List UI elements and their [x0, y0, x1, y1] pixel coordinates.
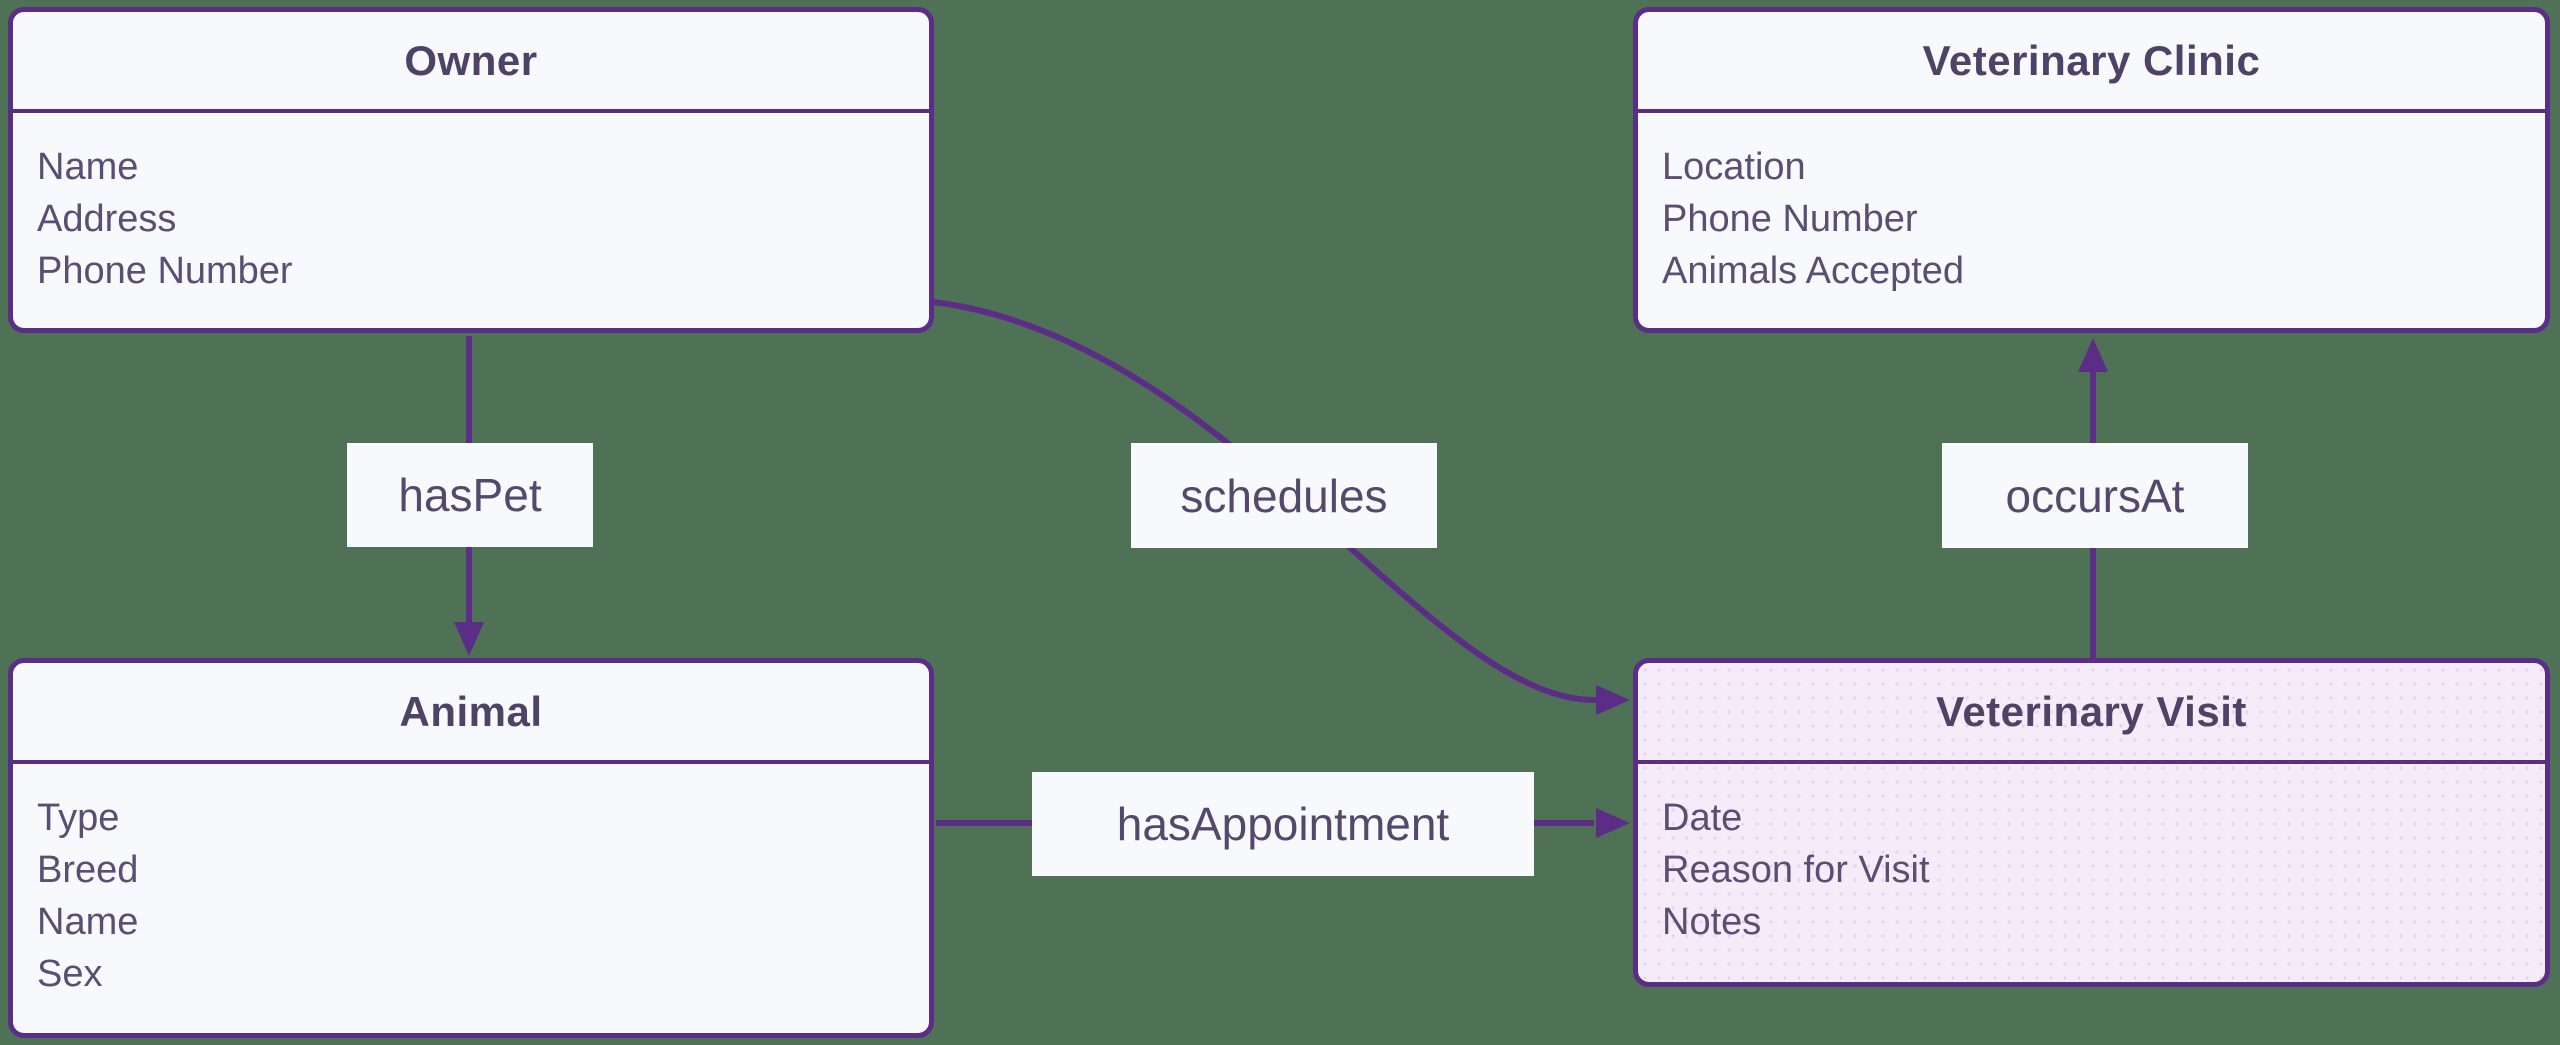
- entity-attribute: Notes: [1662, 901, 1762, 943]
- entity-animal: Animal Type Breed Name Sex: [8, 658, 934, 1038]
- entity-attribute: Type: [37, 797, 120, 839]
- entity-attribute: Breed: [37, 849, 139, 891]
- entity-attribute: Sex: [37, 953, 103, 995]
- entity-attribute: Animals Accepted: [1662, 250, 1965, 292]
- entity-title: Owner: [13, 12, 929, 113]
- occursat-arrowhead-up-icon: [2078, 338, 2108, 372]
- schedules-arrowhead-right-icon: [1596, 685, 1630, 715]
- relationship-label-haspet: hasPet: [347, 443, 593, 547]
- entity-attribute: Reason for Visit: [1662, 849, 1930, 891]
- entity-attribute-list: Name Address Phone Number: [13, 113, 929, 297]
- entity-attribute: Location: [1662, 146, 1806, 188]
- relationship-label-occursat: occursAt: [1942, 443, 2248, 548]
- entity-attribute-list: Date Reason for Visit Notes: [1638, 764, 2545, 948]
- entity-attribute-list: Type Breed Name Sex: [13, 764, 929, 1000]
- relationship-label-schedules: schedules: [1131, 443, 1437, 548]
- entity-veterinary-clinic: Veterinary Clinic Location Phone Number …: [1633, 7, 2550, 333]
- entity-owner: Owner Name Address Phone Number: [8, 7, 934, 333]
- entity-title: Veterinary Clinic: [1638, 12, 2545, 113]
- entity-attribute: Phone Number: [1662, 198, 1918, 240]
- entity-title: Animal: [13, 663, 929, 764]
- entity-attribute: Name: [37, 901, 139, 943]
- hasappointment-arrowhead-right-icon: [1596, 808, 1630, 838]
- haspet-arrowhead-down-icon: [454, 622, 484, 656]
- relationship-label-hasappointment: hasAppointment: [1032, 772, 1534, 876]
- entity-attribute: Address: [37, 198, 177, 240]
- entity-attribute: Name: [37, 146, 139, 188]
- entity-veterinary-visit: Veterinary Visit Date Reason for Visit N…: [1633, 658, 2550, 987]
- entity-attribute: Date: [1662, 797, 1743, 839]
- entity-title: Veterinary Visit: [1638, 663, 2545, 764]
- entity-attribute: Phone Number: [37, 250, 293, 292]
- entity-attribute-list: Location Phone Number Animals Accepted: [1638, 113, 2545, 297]
